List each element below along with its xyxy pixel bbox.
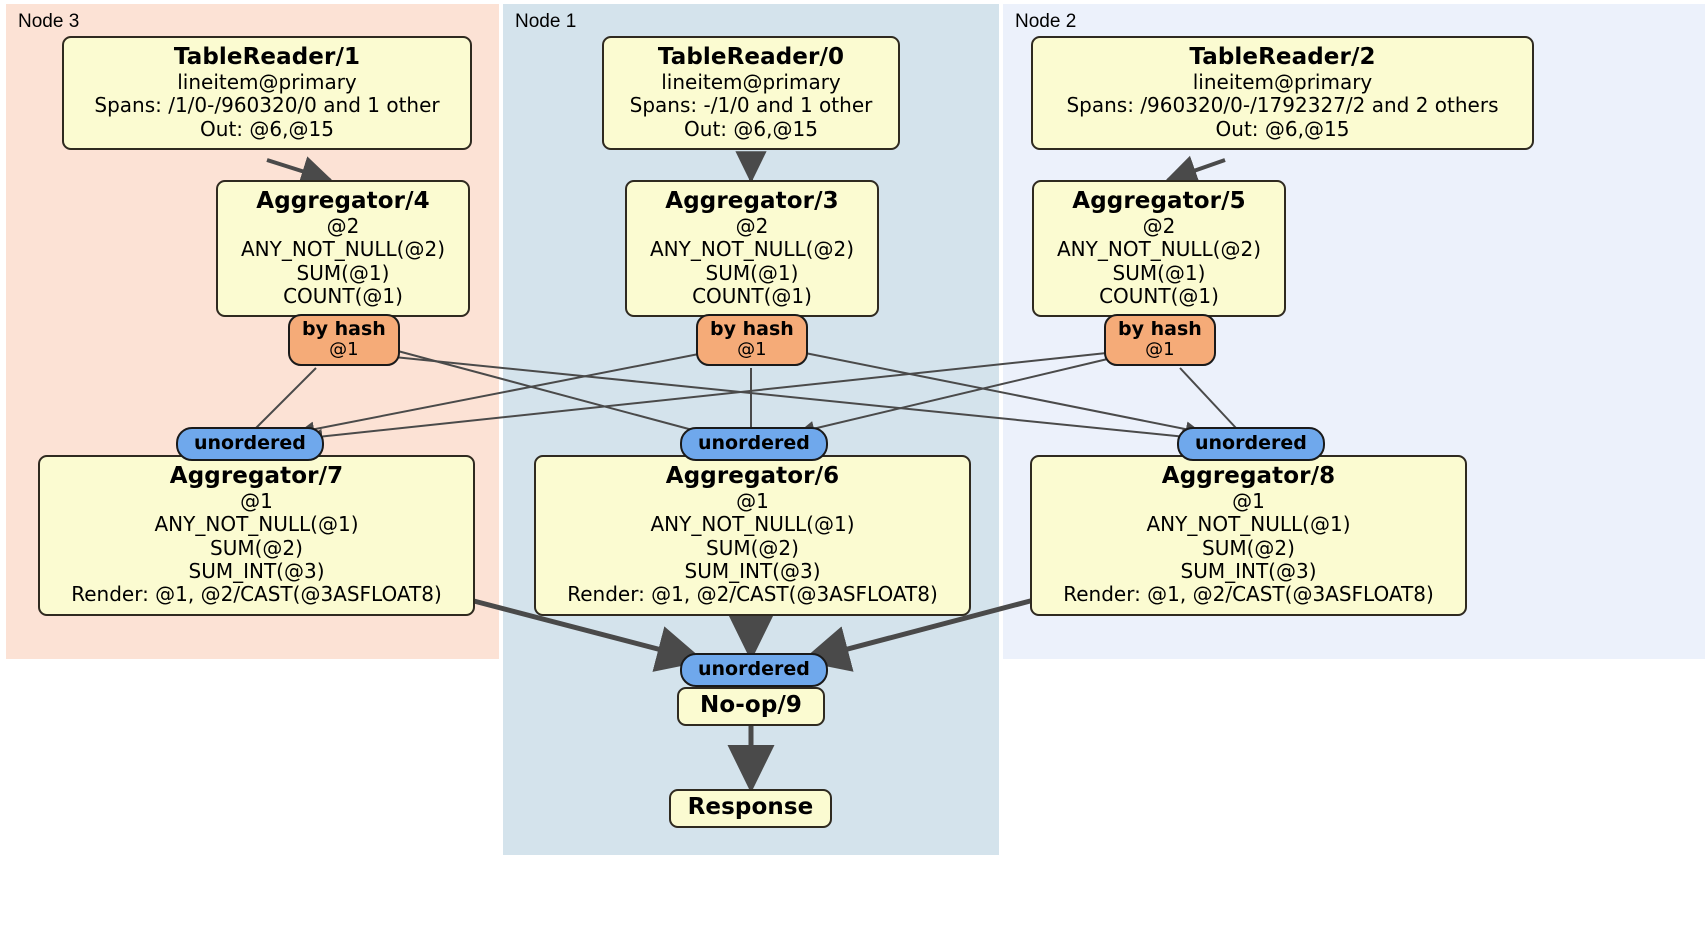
processor-aggregator-5[interactable]: Aggregator/5 @2 ANY_NOT_NULL(@2) SUM(@1)… bbox=[1032, 180, 1286, 318]
processor-title: Aggregator/3 bbox=[665, 188, 839, 214]
processor-detail-line: ANY_NOT_NULL(@1) bbox=[154, 512, 359, 537]
processor-detail-line: lineitem@primary bbox=[177, 69, 357, 94]
processor-title: Aggregator/6 bbox=[665, 463, 840, 489]
processor-detail-line: @1 bbox=[1232, 488, 1265, 513]
processor-title: Aggregator/7 bbox=[169, 463, 344, 489]
processor-aggregator-7[interactable]: Aggregator/7 @1 ANY_NOT_NULL(@1) SUM(@2)… bbox=[38, 455, 475, 616]
processor-aggregator-3[interactable]: Aggregator/3 @2 ANY_NOT_NULL(@2) SUM(@1)… bbox=[625, 180, 879, 318]
router-by-hash-aggregator-4[interactable]: by hash @1 bbox=[288, 314, 400, 366]
processor-tablereader-1[interactable]: TableReader/1 lineitem@primary Spans: /1… bbox=[62, 36, 472, 151]
processor-detail-line: Out: @6,@15 bbox=[200, 116, 334, 141]
processor-detail-line: SUM_INT(@3) bbox=[188, 559, 325, 584]
processor-detail-line: lineitem@primary bbox=[1192, 69, 1373, 94]
processor-title: Aggregator/5 bbox=[1072, 188, 1246, 214]
processor-tablereader-2[interactable]: TableReader/2 lineitem@primary Spans: /9… bbox=[1031, 36, 1534, 151]
processor-detail-line: SUM_INT(@3) bbox=[1180, 559, 1317, 584]
processor-title: TableReader/0 bbox=[657, 44, 845, 70]
processor-detail-line: @2 bbox=[735, 213, 769, 238]
router-sublabel: @1 bbox=[329, 338, 359, 360]
processor-detail-line: Spans: /1/0-/960320/0 and 1 other bbox=[94, 93, 440, 118]
processor-title: Aggregator/4 bbox=[256, 188, 430, 214]
router-label: by hash bbox=[302, 318, 386, 340]
processor-detail-line: COUNT(@1) bbox=[692, 284, 812, 309]
processor-noop-9[interactable]: No-op/9 bbox=[677, 687, 825, 726]
router-sublabel: @1 bbox=[737, 338, 767, 360]
processor-title: Response bbox=[687, 794, 814, 820]
router-label: unordered bbox=[698, 658, 810, 680]
router-by-hash-aggregator-3[interactable]: by hash @1 bbox=[696, 314, 808, 366]
router-label: unordered bbox=[194, 432, 306, 454]
router-by-hash-aggregator-5[interactable]: by hash @1 bbox=[1104, 314, 1216, 366]
processor-detail-line: SUM(@2) bbox=[210, 535, 303, 560]
processor-response[interactable]: Response bbox=[669, 789, 832, 828]
router-sublabel: @1 bbox=[1145, 338, 1175, 360]
processor-title: No-op/9 bbox=[700, 692, 802, 718]
processor-aggregator-8[interactable]: Aggregator/8 @1 ANY_NOT_NULL(@1) SUM(@2)… bbox=[1030, 455, 1467, 616]
processor-detail-line: SUM(@2) bbox=[1202, 535, 1295, 560]
router-label: by hash bbox=[1118, 318, 1202, 340]
processor-detail-line: COUNT(@1) bbox=[283, 284, 403, 309]
processor-tablereader-0[interactable]: TableReader/0 lineitem@primary Spans: -/… bbox=[602, 36, 900, 151]
node-panel-label-node3: Node 3 bbox=[18, 11, 80, 32]
processor-detail-line: lineitem@primary bbox=[661, 69, 841, 94]
processor-detail-line: Out: @6,@15 bbox=[684, 116, 818, 141]
processor-detail-line: SUM(@2) bbox=[706, 535, 799, 560]
router-unordered-aggregator-8[interactable]: unordered bbox=[1177, 427, 1325, 461]
node-panel-label-node2: Node 2 bbox=[1015, 11, 1077, 32]
processor-detail-line: Render: @1, @2/CAST(@3ASFLOAT8) bbox=[71, 582, 442, 607]
processor-title: TableReader/2 bbox=[1189, 44, 1376, 70]
router-label: unordered bbox=[1195, 432, 1307, 454]
processor-detail-line: SUM(@1) bbox=[1112, 260, 1206, 285]
processor-detail-line: @1 bbox=[736, 488, 769, 513]
processor-detail-line: COUNT(@1) bbox=[1099, 284, 1219, 309]
processor-title: Aggregator/8 bbox=[1161, 463, 1336, 489]
router-unordered-aggregator-6[interactable]: unordered bbox=[680, 427, 828, 461]
processor-detail-line: SUM_INT(@3) bbox=[684, 559, 821, 584]
processor-aggregator-4[interactable]: Aggregator/4 @2 ANY_NOT_NULL(@2) SUM(@1)… bbox=[216, 180, 470, 318]
processor-detail-line: @2 bbox=[326, 213, 360, 238]
processor-detail-line: @2 bbox=[1142, 213, 1176, 238]
processor-title: TableReader/1 bbox=[173, 44, 361, 70]
processor-aggregator-6[interactable]: Aggregator/6 @1 ANY_NOT_NULL(@1) SUM(@2)… bbox=[534, 455, 971, 616]
processor-detail-line: SUM(@1) bbox=[705, 260, 799, 285]
processor-detail-line: Render: @1, @2/CAST(@3ASFLOAT8) bbox=[567, 582, 938, 607]
router-label: unordered bbox=[698, 432, 810, 454]
processor-detail-line: Spans: -/1/0 and 1 other bbox=[629, 93, 873, 118]
processor-detail-line: ANY_NOT_NULL(@2) bbox=[241, 237, 445, 262]
router-label: by hash bbox=[710, 318, 794, 340]
router-unordered-final[interactable]: unordered bbox=[680, 653, 828, 687]
processor-detail-line: ANY_NOT_NULL(@2) bbox=[1057, 237, 1261, 262]
processor-detail-line: SUM(@1) bbox=[296, 260, 390, 285]
processor-detail-line: Out: @6,@15 bbox=[1215, 116, 1350, 141]
processor-detail-line: ANY_NOT_NULL(@1) bbox=[1146, 512, 1351, 537]
router-unordered-aggregator-7[interactable]: unordered bbox=[176, 427, 324, 461]
processor-detail-line: ANY_NOT_NULL(@2) bbox=[650, 237, 854, 262]
processor-detail-line: ANY_NOT_NULL(@1) bbox=[650, 512, 855, 537]
processor-detail-line: Spans: /960320/0-/1792327/2 and 2 others bbox=[1066, 93, 1499, 118]
processor-detail-line: @1 bbox=[240, 488, 273, 513]
node-panel-label-node1: Node 1 bbox=[515, 11, 577, 32]
processor-detail-line: Render: @1, @2/CAST(@3ASFLOAT8) bbox=[1063, 582, 1434, 607]
